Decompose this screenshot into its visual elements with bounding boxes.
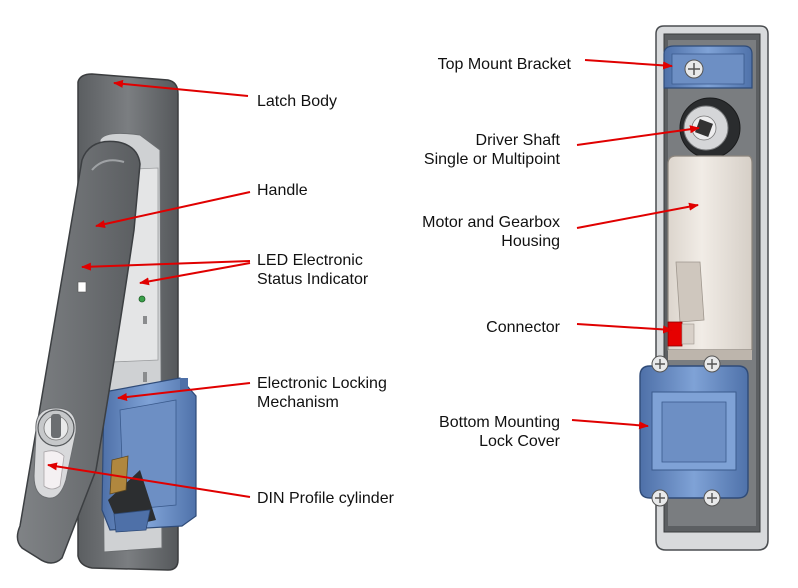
- left-latch-assembly: [16, 73, 197, 571]
- label-top-bracket: Top Mount Bracket: [437, 56, 571, 73]
- arrow-led-1: [81, 260, 251, 271]
- arrow-handle: [95, 191, 251, 228]
- arrow-led-2: [139, 262, 251, 286]
- label-connector: Connector: [486, 319, 560, 336]
- arrow-connector: [576, 323, 673, 334]
- arrow-driver-shaft: [576, 125, 700, 146]
- led-status-indicator: [138, 295, 146, 303]
- arrow-din-cylinder: [47, 462, 251, 498]
- label-latch-body: Latch Body: [257, 93, 338, 110]
- arrow-bottom-cover: [571, 419, 649, 430]
- label-motor-housing: Motor and Gearbox Housing: [422, 214, 560, 250]
- arrow-top-bracket: [584, 59, 673, 70]
- label-din-cylinder: DIN Profile cylinder: [257, 490, 394, 507]
- label-bottom-cover: Bottom Mounting Lock Cover: [439, 414, 560, 450]
- din-profile-cylinder: [33, 407, 77, 499]
- arrow-motor-housing: [576, 202, 699, 229]
- connector: [667, 321, 683, 347]
- right-latch-assembly: [639, 25, 769, 551]
- label-locking-mechanism: Electronic Locking Mechanism: [257, 375, 387, 411]
- handle-window: [77, 281, 87, 293]
- label-driver-shaft: Driver Shaft Single or Multipoint: [423, 132, 560, 168]
- bottom-mounting-lock-cover: [639, 355, 749, 507]
- arrow-locking-mechanism: [117, 382, 251, 401]
- motor-gearbox-housing: [667, 155, 753, 360]
- label-handle: Handle: [257, 182, 308, 199]
- label-led-indicator: LED Electronic Status Indicator: [257, 252, 369, 288]
- top-mount-bracket: [663, 45, 753, 89]
- electronic-locking-mechanism: [101, 377, 197, 531]
- callout-arrows: [47, 59, 700, 498]
- driver-shaft: [679, 97, 741, 159]
- arrow-latch-body: [113, 79, 249, 97]
